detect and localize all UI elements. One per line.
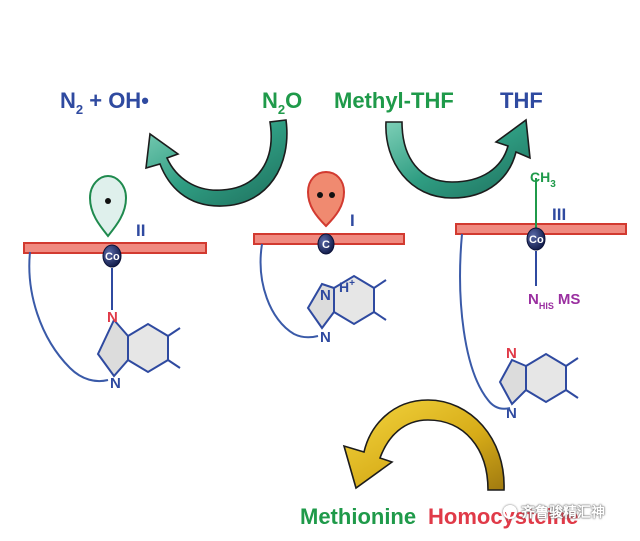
cobalt-label: Co	[105, 251, 120, 263]
radical-orbital-icon	[88, 174, 128, 238]
oxidation-state-label: II	[136, 221, 145, 240]
cobalt-label: C	[322, 239, 330, 251]
nitrogen-label: N	[320, 287, 331, 304]
nitrogen-label: N	[320, 329, 331, 346]
nitrogen-label: N	[110, 375, 121, 392]
cobalt-label: Co	[529, 234, 544, 246]
proton-label: H+	[339, 278, 355, 295]
electron-dot	[329, 192, 335, 198]
reactant-methyl-thf-label: Methyl-THF	[334, 88, 454, 113]
curved-arrow-n2o	[145, 119, 288, 207]
benzimidazole-ring	[525, 352, 567, 404]
reactant-n2o-label: N2O	[262, 88, 302, 117]
electron-dot	[317, 192, 323, 198]
product-thf-label: THF	[500, 88, 543, 113]
wechat-logo-icon	[503, 505, 517, 519]
curved-arrow-methyl-thf	[385, 118, 531, 199]
cob-ii-state: II Co N N	[28, 174, 181, 392]
methyl-label: CH3	[530, 169, 556, 190]
oxidation-state-label: I	[350, 211, 355, 230]
watermark: 齐鲁骏精汇神	[503, 502, 605, 522]
nucleotide-tail	[259, 243, 319, 339]
electron-pair-orbital-icon	[306, 170, 346, 228]
product-n2-oh-label: N2 + OH•	[60, 88, 149, 117]
single-electron-dot	[105, 198, 111, 204]
nucleotide-tail	[28, 251, 109, 383]
benzimidazole-ring	[127, 322, 169, 374]
cob-i-state: I C N N H+	[259, 170, 387, 346]
nitrogen-label: N	[506, 405, 517, 422]
product-methionine-label: Methionine	[300, 504, 416, 529]
nucleotide-tail	[459, 233, 511, 410]
oxidation-state-label: III	[552, 205, 566, 224]
curved-arrow-homocysteine	[342, 399, 505, 491]
nitrogen-label: N	[506, 345, 517, 362]
watermark-text: 齐鲁骏精汇神	[521, 504, 605, 520]
cobalt-atom-icon	[102, 244, 122, 268]
cobalt-atom-icon	[526, 227, 546, 251]
cobalt-atom-icon	[317, 233, 335, 255]
nitrogen-label: N	[107, 309, 118, 326]
